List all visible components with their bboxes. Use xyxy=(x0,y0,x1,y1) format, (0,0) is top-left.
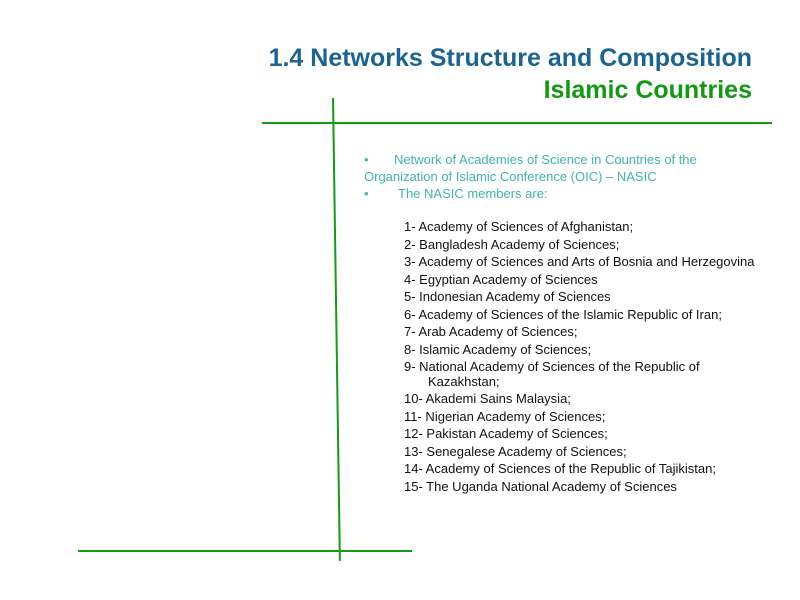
title-main: 1.4 Networks Structure and Composition xyxy=(268,44,752,72)
list-item: 13- Senegalese Academy of Sciences; xyxy=(404,443,627,459)
list-item: 11- Nigerian Academy of Sciences; xyxy=(404,408,606,424)
list-item: 6- Academy of Sciences of the Islamic Re… xyxy=(404,306,722,322)
list-item: 2- Bangladesh Academy of Sciences; xyxy=(404,236,620,252)
bullet-icon: • xyxy=(364,152,369,167)
intro-bullet-1: •Network of Academies of Science in Coun… xyxy=(364,151,764,185)
list-item: 4- Egyptian Academy of Sciences xyxy=(404,271,598,287)
slide-title: 1.4 Networks Structure and Composition I… xyxy=(269,42,752,106)
bullet-icon: • xyxy=(364,186,369,201)
list-item: 1- Academy of Sciences of Afghanistan; xyxy=(404,219,634,234)
bottom-horizontal-rule xyxy=(78,550,412,552)
title-subtitle: Islamic Countries xyxy=(543,76,752,104)
intro-bullet-1-text: Network of Academies of Science in Count… xyxy=(364,152,697,184)
list-item: 14- Academy of Sciences of the Republic … xyxy=(404,461,716,476)
intro-text: •Network of Academies of Science in Coun… xyxy=(364,151,764,202)
members-list: 1- Academy of Sciences of Afghanistan; 2… xyxy=(404,219,766,497)
list-item: 8- Islamic Academy of Sciences; xyxy=(404,341,592,357)
top-horizontal-rule xyxy=(262,122,772,124)
list-item: 5- Indonesian Academy of Sciences xyxy=(404,289,611,304)
list-item: 9- National Academy of Sciences of the R… xyxy=(404,359,700,389)
list-item: 3- Academy of Sciences and Arts of Bosni… xyxy=(404,254,755,269)
list-item: 10- Akademi Sains Malaysia; xyxy=(404,391,571,406)
list-item: 7- Arab Academy of Sciences; xyxy=(404,324,578,339)
intro-bullet-2-text: The NASIC members are: xyxy=(398,186,548,201)
list-item: 15- The Uganda National Academy of Scien… xyxy=(404,478,677,494)
list-item: 12- Pakistan Academy of Sciences; xyxy=(404,426,608,441)
intro-bullet-2: • The NASIC members are: xyxy=(364,185,764,202)
vertical-rule xyxy=(332,97,341,561)
